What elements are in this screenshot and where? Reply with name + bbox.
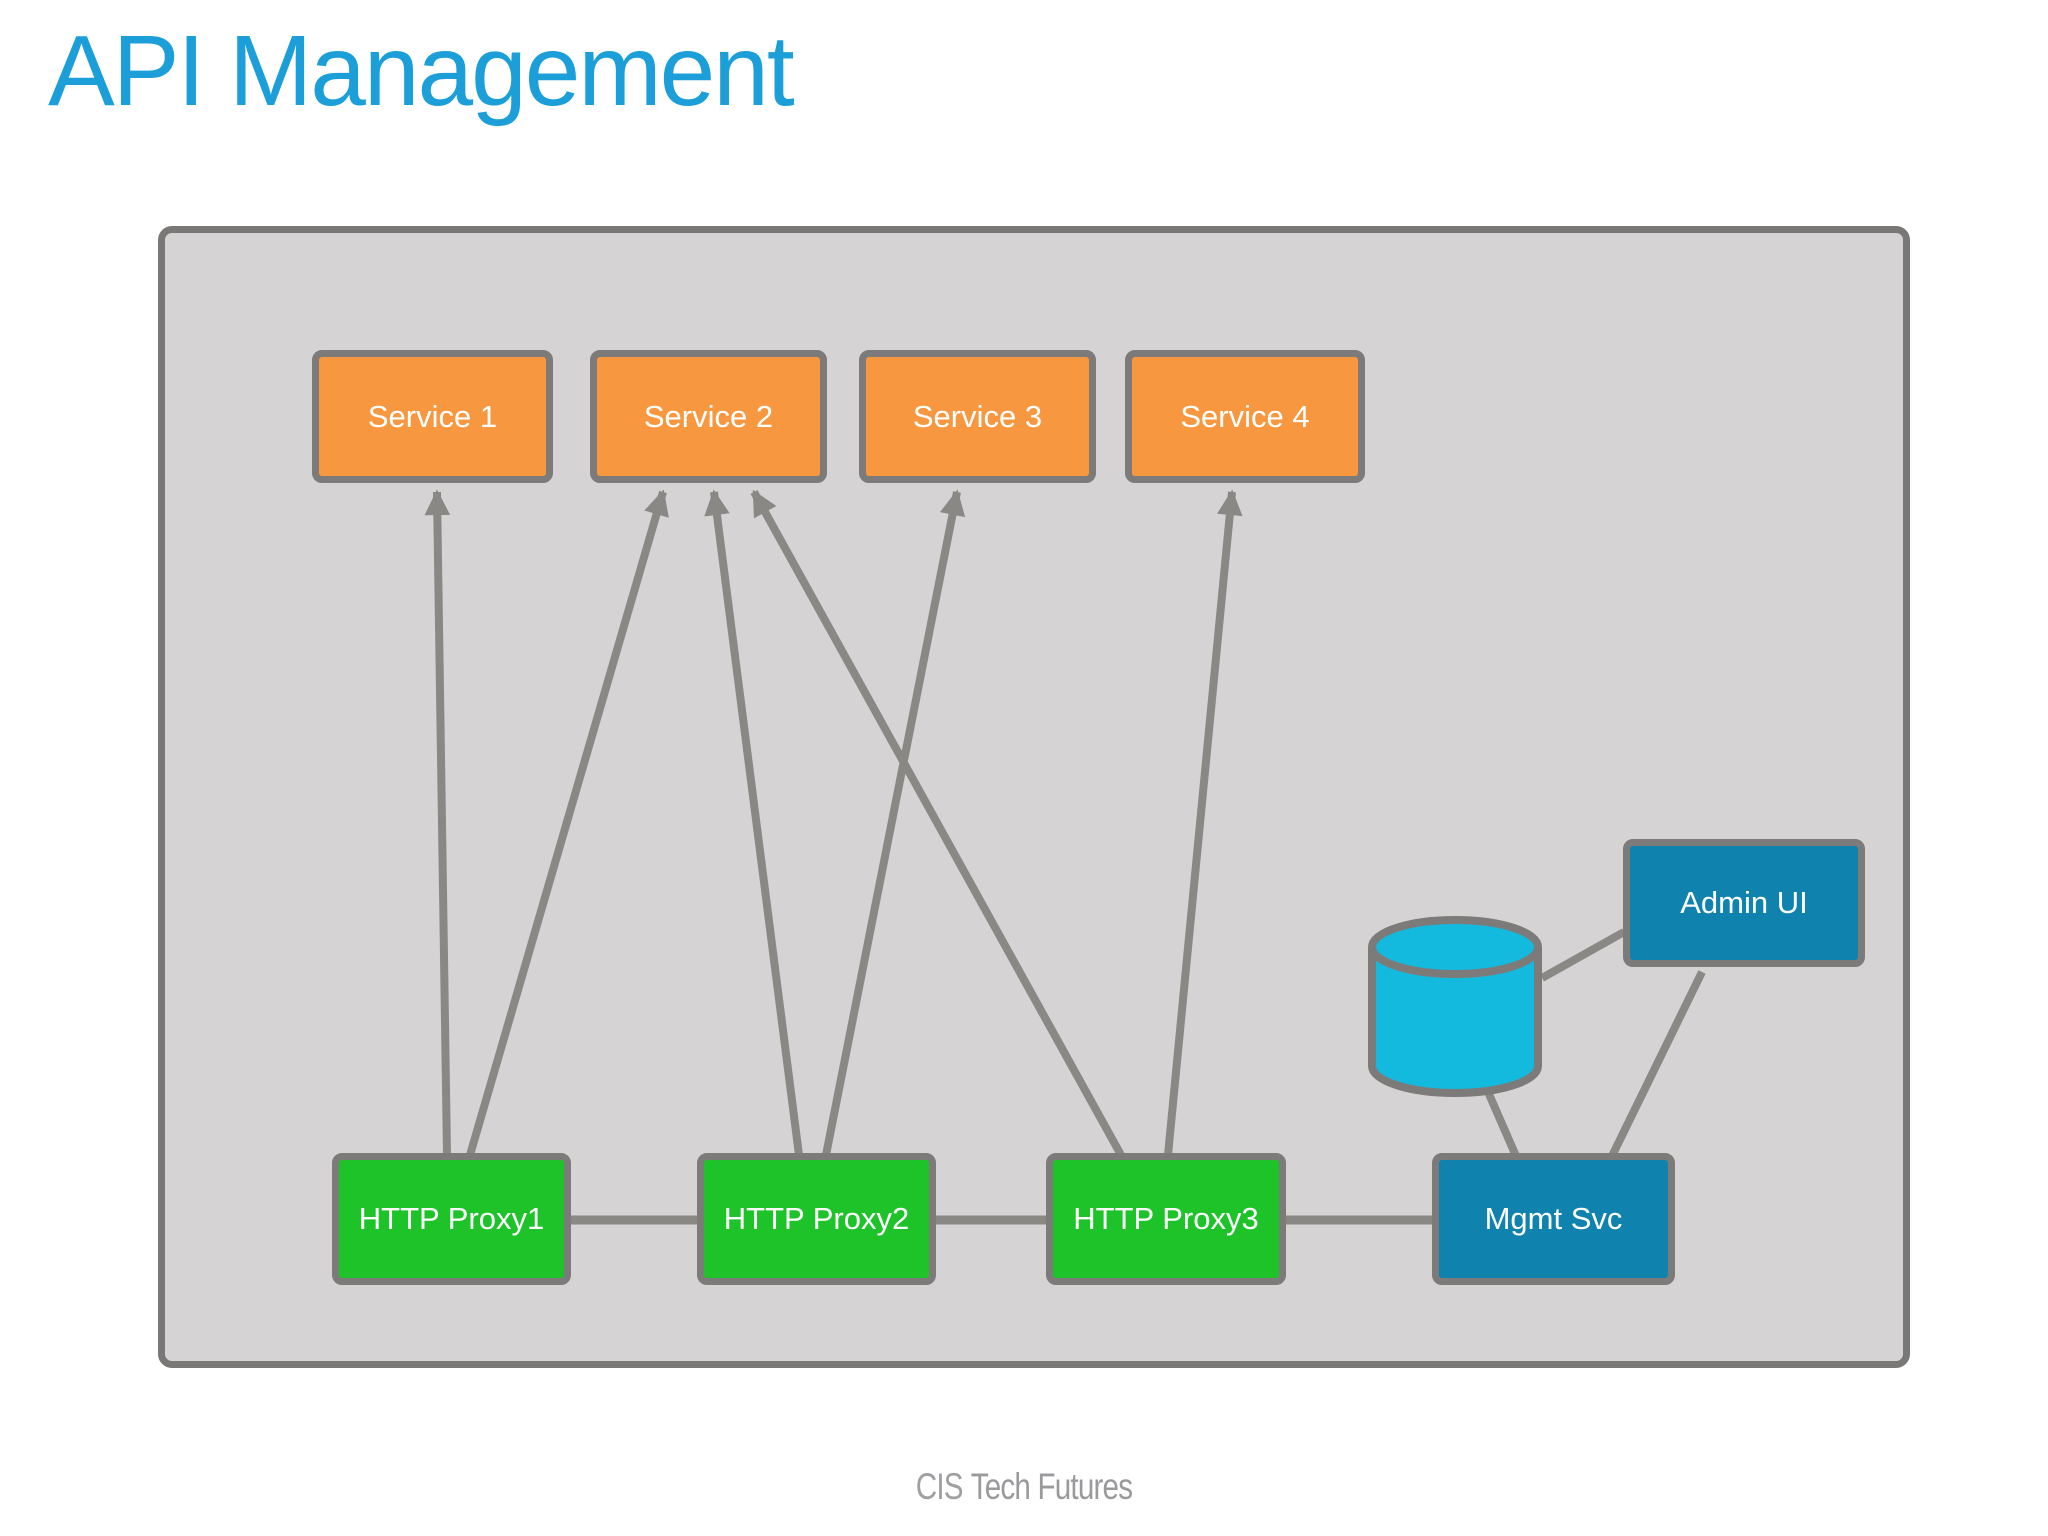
node-http-proxy-3: HTTP Proxy3 (1046, 1153, 1286, 1285)
node-http-proxy-2: HTTP Proxy2 (697, 1153, 936, 1285)
node-http-proxy-1-label: HTTP Proxy1 (358, 1201, 545, 1236)
node-http-proxy-1: HTTP Proxy1 (332, 1153, 571, 1285)
node-service-3-label: Service 3 (912, 398, 1043, 434)
node-service-3: Service 3 (859, 350, 1096, 483)
node-http-proxy-3-label: HTTP Proxy3 (1073, 1201, 1259, 1236)
node-mgmt-svc: Mgmt Svc (1432, 1153, 1675, 1285)
node-mgmt-svc-label: Mgmt Svc (1484, 1201, 1623, 1236)
footer-brand-rest: Tech Futures (970, 1466, 1133, 1507)
node-service-2-label: Service 2 (643, 398, 774, 434)
node-admin-ui-label: Admin UI (1680, 885, 1808, 920)
footer-brand-cis: CIS (915, 1466, 964, 1507)
node-service-4-label: Service 4 (1180, 398, 1310, 434)
node-service-4: Service 4 (1125, 350, 1365, 483)
node-admin-ui: Admin UI (1623, 839, 1865, 967)
node-http-proxy-2-label: HTTP Proxy2 (723, 1201, 910, 1236)
node-service-1: Service 1 (312, 350, 553, 483)
node-service-1-label: Service 1 (367, 398, 498, 434)
page-title: API Management (48, 15, 795, 127)
node-service-2: Service 2 (590, 350, 827, 483)
